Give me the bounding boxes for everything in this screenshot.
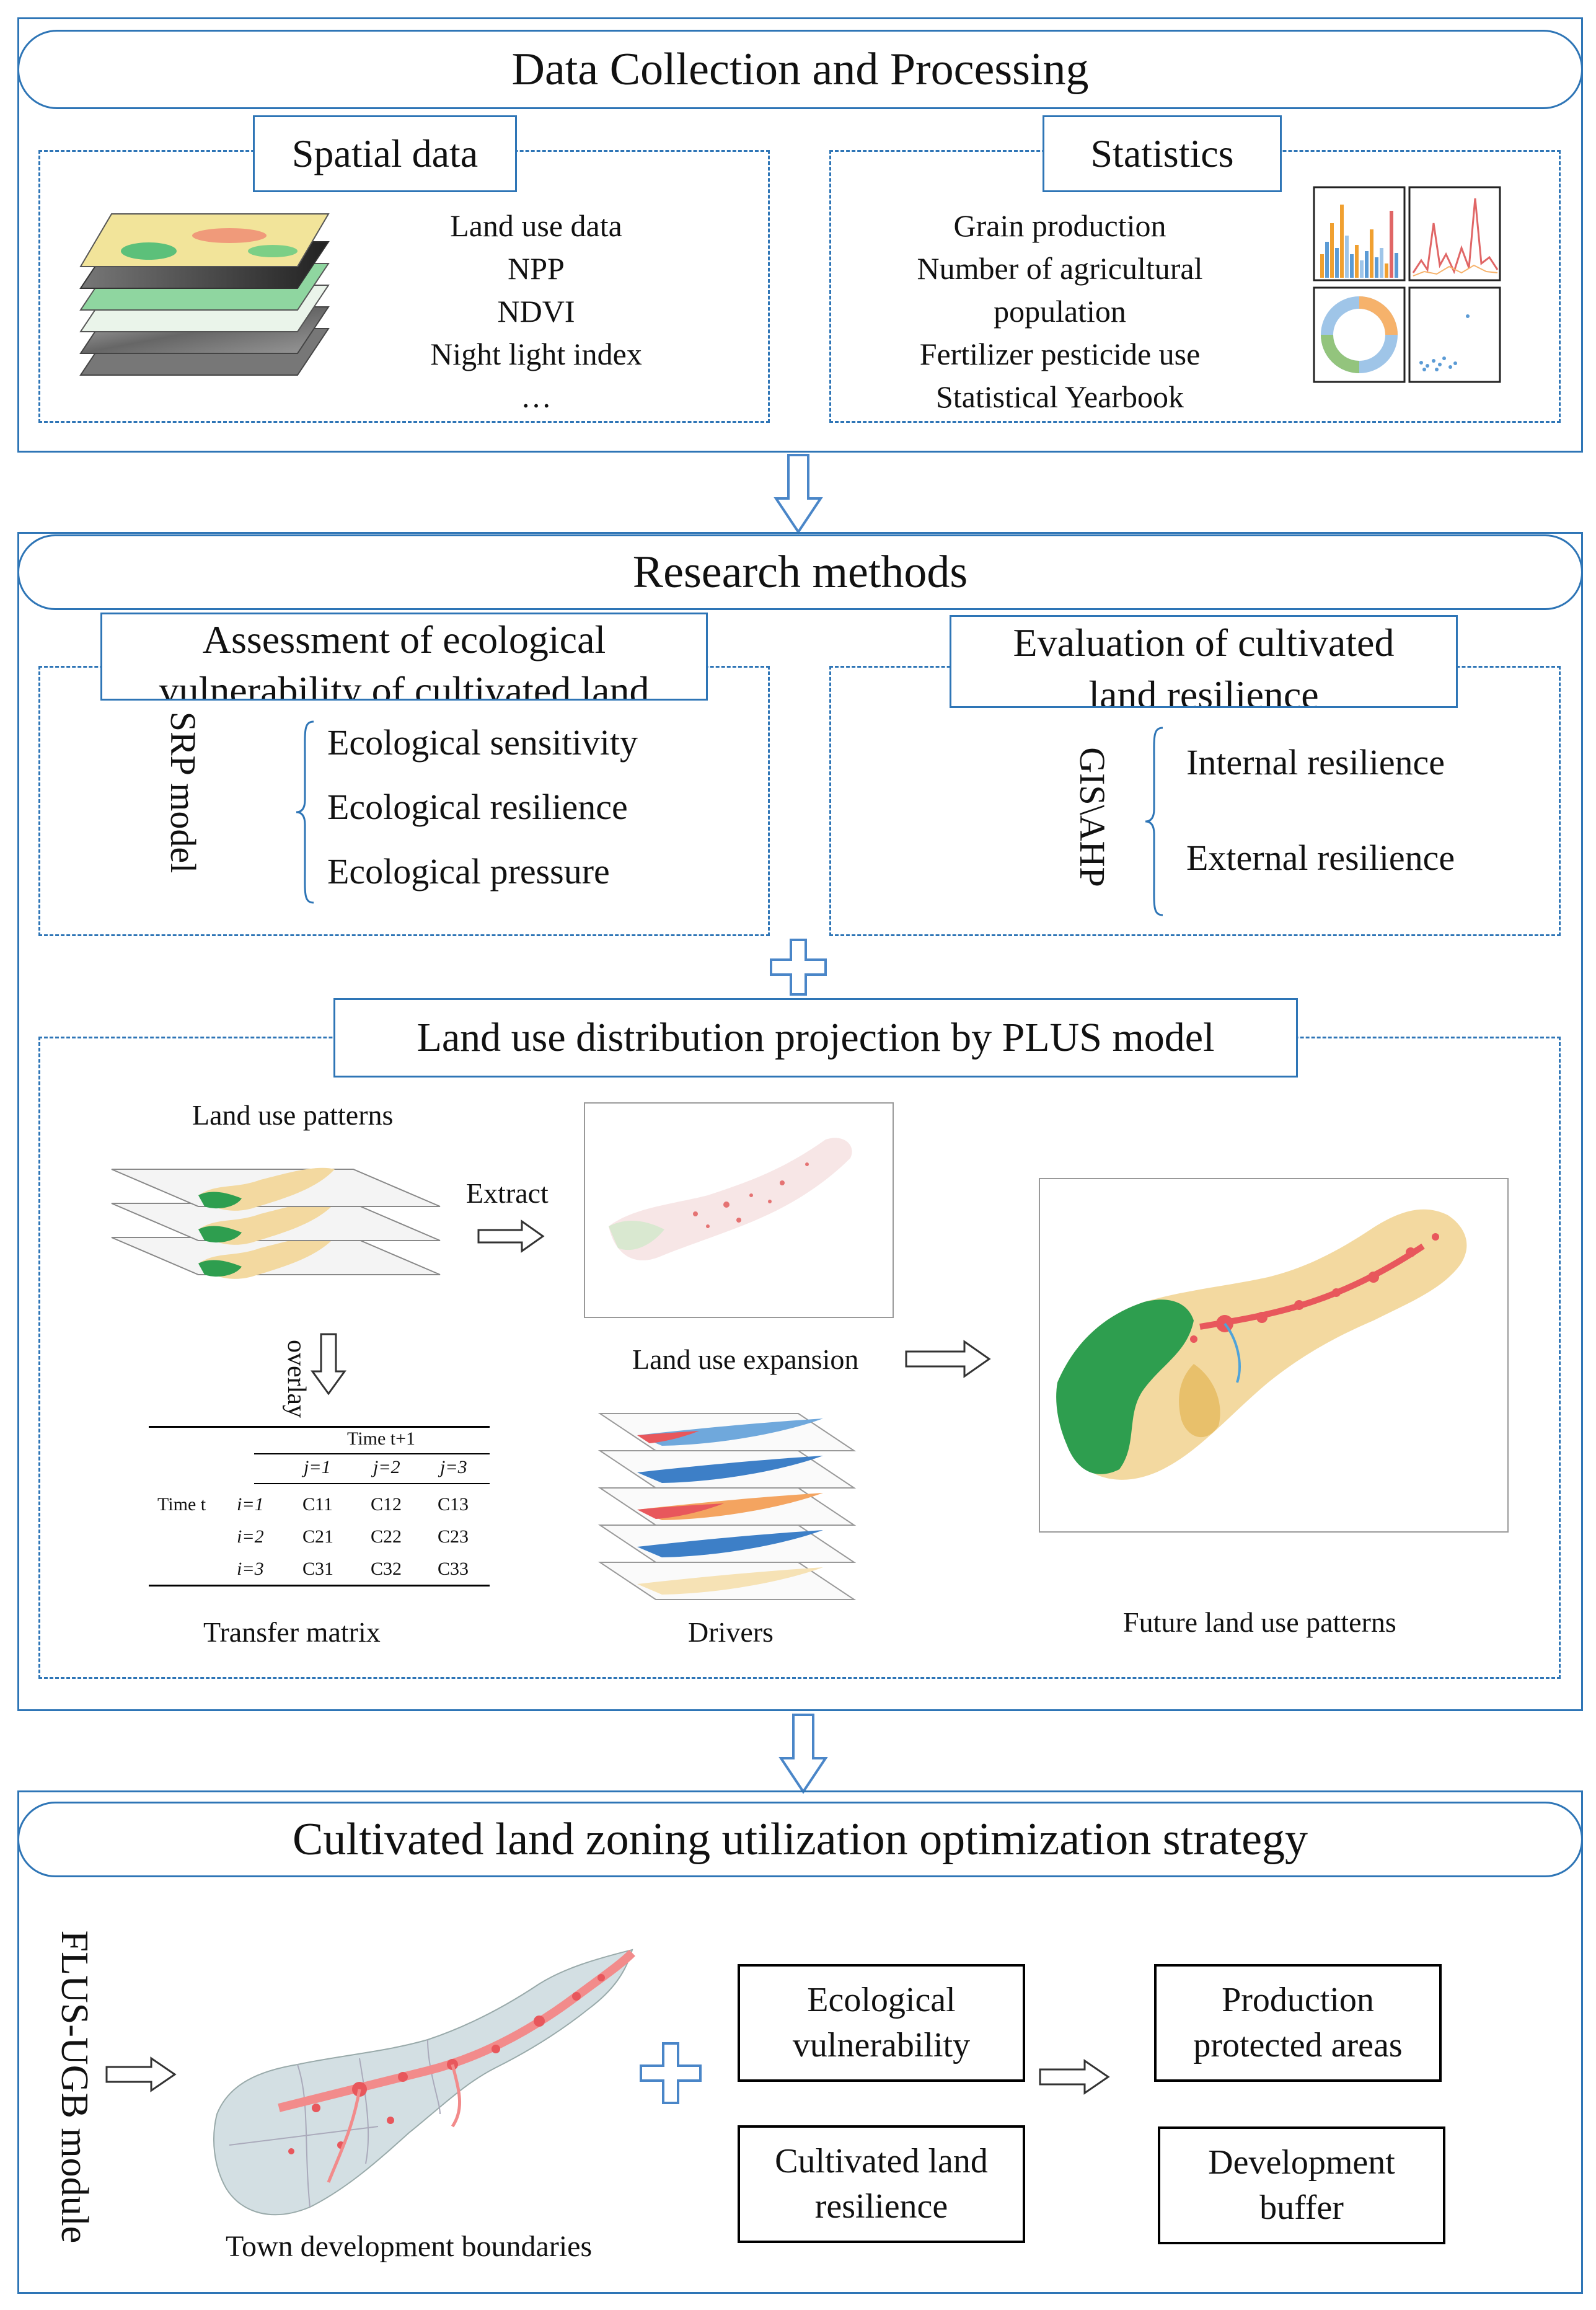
drivers-label: Drivers <box>688 1616 774 1648</box>
down-arrow-icon <box>774 454 823 534</box>
right-arrow-icon <box>1039 2059 1110 2095</box>
extract-label: Extract <box>466 1177 549 1209</box>
land-use-expansion-map <box>584 1102 894 1318</box>
down-arrow-icon <box>778 1714 828 1794</box>
town-boundaries-label: Town development boundaries <box>226 2230 593 2263</box>
statistics-thumbnails <box>1313 186 1501 383</box>
resilience-label-line: Evaluation of cultivated <box>1013 621 1395 665</box>
matrix-cell: C32 <box>371 1559 402 1579</box>
matrix-cell: C31 <box>302 1559 334 1579</box>
cultivated-land-resilience-text: Cultivated land resilience <box>775 2142 988 2226</box>
spatial-layers-stack <box>79 213 330 376</box>
matrix-cell: C22 <box>371 1526 402 1547</box>
resilience-item: External resilience <box>1186 838 1455 878</box>
production-protected-areas-box: Production protected areas <box>1154 1964 1442 2082</box>
data-collection-section <box>17 17 1583 453</box>
development-buffer-text: Development buffer <box>1208 2143 1395 2227</box>
vulnerability-label-line: Assessment of ecological <box>202 617 606 662</box>
right-arrow-icon <box>477 1219 545 1253</box>
matrix-row-label: Time t <box>157 1494 206 1515</box>
plus-icon <box>640 2042 702 2104</box>
transfer-matrix-table: Time t+1 j=1 j=2 j=3 Time t i=1 i=2 i=3 … <box>149 1426 490 1587</box>
matrix-header-time: Time t+1 <box>347 1428 416 1449</box>
matrix-row-header: i=1 <box>237 1494 264 1515</box>
eco-vulnerability-text: Ecological vulnerability <box>792 1981 971 2064</box>
spatial-item: Night light index <box>430 337 642 371</box>
drivers-stack <box>597 1413 857 1600</box>
land-use-stack <box>111 1167 441 1279</box>
resilience-label: Evaluation of cultivated land resilience <box>950 615 1458 708</box>
transfer-matrix-label: Transfer matrix <box>203 1616 381 1648</box>
matrix-cell: C12 <box>371 1494 402 1515</box>
matrix-col-header: j=1 <box>304 1457 331 1477</box>
research-methods-section <box>17 532 1583 1711</box>
flus-ugb-module-label: FLUS-UGB module <box>53 1930 95 2244</box>
statistics-item: Number of agricultural <box>917 251 1203 286</box>
matrix-cell: C33 <box>438 1559 469 1579</box>
statistics-item: Fertilizer pesticide use <box>919 337 1201 371</box>
statistics-label: Statistics <box>1043 115 1282 192</box>
gis-ahp-label: GIS\AHP <box>1072 747 1113 887</box>
overlay-label: overlay <box>282 1340 311 1418</box>
vulnerability-item: Ecological resilience <box>327 787 628 827</box>
research-methods-title: Research methods <box>17 534 1583 610</box>
statistics-item: Grain production <box>953 208 1166 243</box>
resilience-item: Internal resilience <box>1186 742 1445 782</box>
right-arrow-icon <box>905 1340 991 1378</box>
future-land-use-label: Future land use patterns <box>1123 1606 1396 1638</box>
matrix-cell: C13 <box>438 1494 469 1515</box>
srp-model-label: SRP model <box>163 711 203 874</box>
matrix-cell: C23 <box>438 1526 469 1547</box>
optimization-title: Cultivated land zoning utilization optim… <box>17 1802 1583 1877</box>
future-land-use-map <box>1039 1178 1509 1533</box>
plus-model-label: Land use distribution projection by PLUS… <box>333 998 1298 1078</box>
matrix-col-header: j=2 <box>373 1457 400 1477</box>
land-use-expansion-label: Land use expansion <box>632 1343 859 1375</box>
matrix-cell: C11 <box>302 1494 333 1515</box>
plus-icon <box>770 939 827 996</box>
spatial-data-label: Spatial data <box>253 115 517 192</box>
brace-icon <box>1145 727 1163 916</box>
optimization-section <box>17 1790 1583 2294</box>
brace-icon <box>296 720 314 904</box>
resilience-label-line: land resilience <box>1088 673 1319 708</box>
spatial-item: NPP <box>508 251 565 286</box>
development-buffer-box: Development buffer <box>1158 2126 1445 2244</box>
spatial-data-list: Land use data NPP NDVI Night light index… <box>384 205 688 418</box>
spatial-item: NDVI <box>497 294 575 329</box>
statistics-list: Grain production Number of agricultural … <box>880 205 1240 418</box>
production-protected-areas-text: Production protected areas <box>1193 1981 1403 2064</box>
spatial-item: Land use data <box>450 208 622 243</box>
right-arrow-icon <box>105 2056 177 2092</box>
spatial-item: … <box>521 379 552 414</box>
down-arrow-icon <box>311 1333 346 1396</box>
land-use-patterns-label: Land use patterns <box>192 1099 394 1131</box>
matrix-col-header: j=3 <box>440 1457 467 1477</box>
town-boundaries-map <box>213 1949 635 2216</box>
vulnerability-label: Assessment of ecological vulnerability o… <box>100 613 708 701</box>
vulnerability-item: Ecological pressure <box>327 851 610 892</box>
cultivated-land-resilience-box: Cultivated land resilience <box>738 2125 1025 2243</box>
matrix-cell: C21 <box>302 1526 334 1547</box>
matrix-row-header: i=3 <box>237 1559 264 1579</box>
data-collection-title: Data Collection and Processing <box>17 30 1583 109</box>
eco-vulnerability-box: Ecological vulnerability <box>738 1964 1025 2082</box>
statistics-item: Statistical Yearbook <box>936 379 1184 414</box>
vulnerability-item: Ecological sensitivity <box>327 722 638 763</box>
vulnerability-label-line: vulnerability of cultivated land <box>159 668 650 701</box>
matrix-row-header: i=2 <box>237 1526 264 1547</box>
statistics-item: population <box>994 294 1126 329</box>
